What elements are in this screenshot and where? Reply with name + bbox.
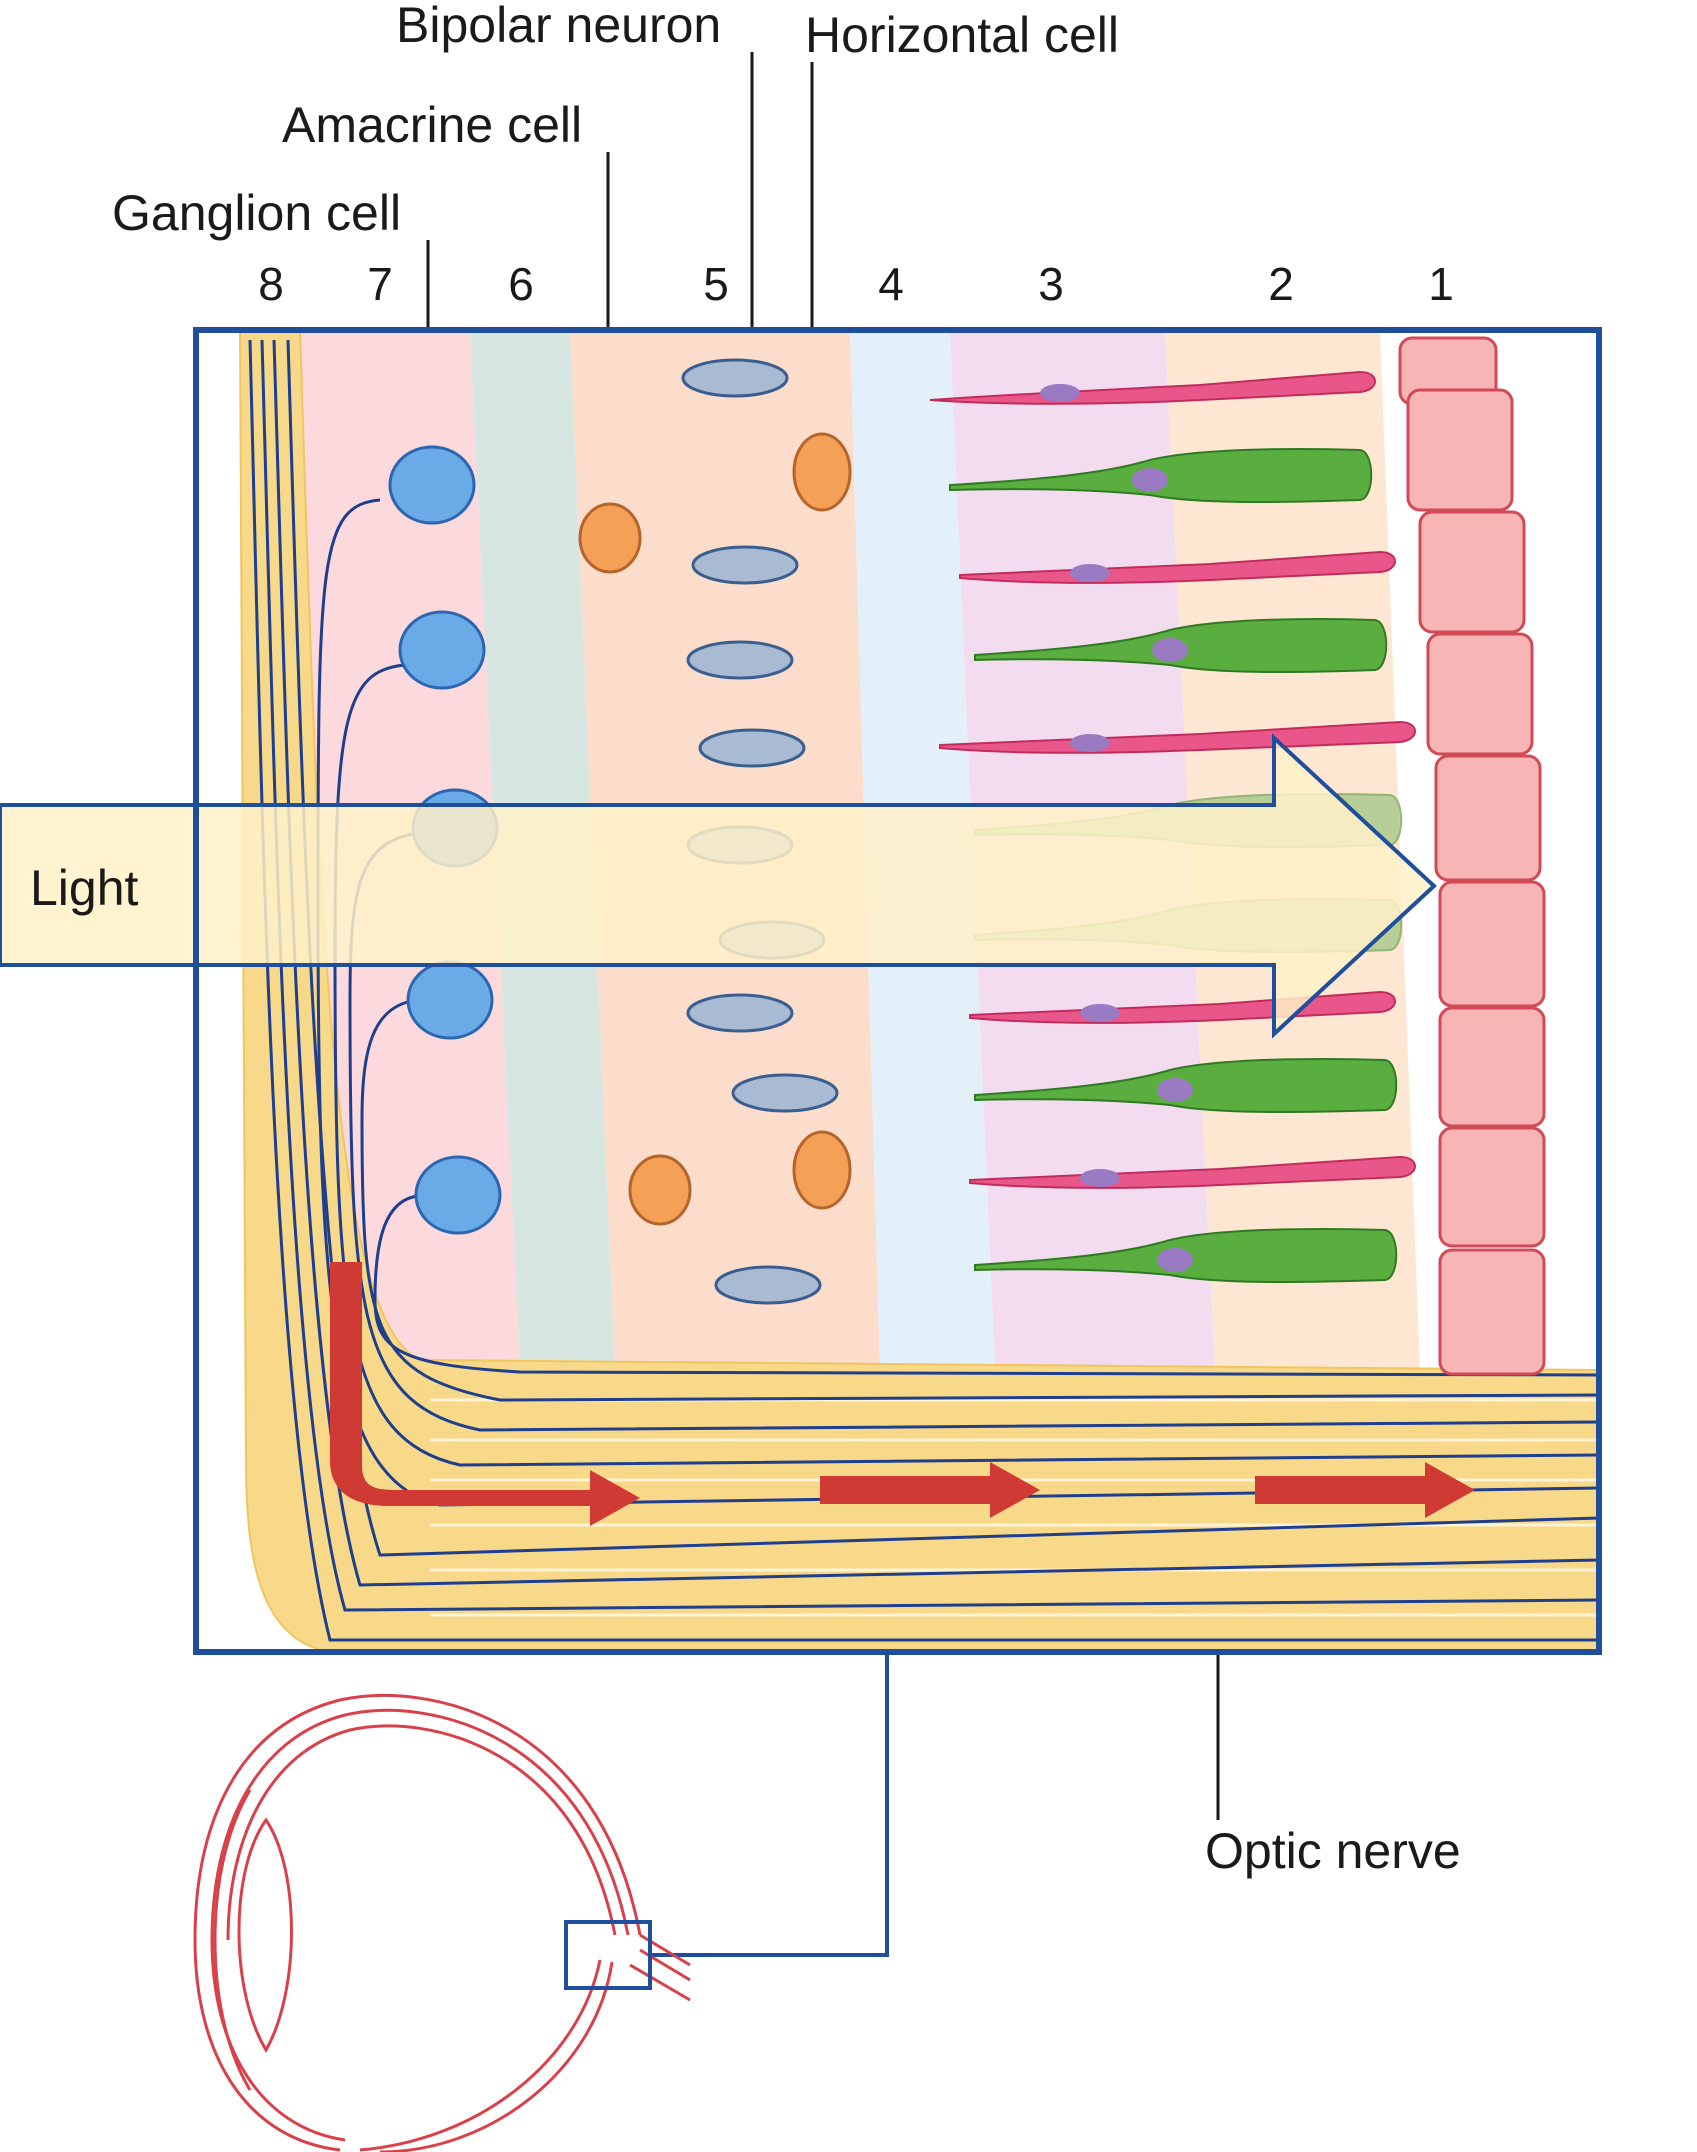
inset-locator-box	[564, 1920, 652, 1990]
layer-number: 2	[1268, 258, 1294, 310]
layer-number: 5	[703, 258, 729, 310]
amacrine-cell	[578, 502, 642, 574]
signal-arrow	[820, 1462, 1040, 1518]
layer-number: 3	[1038, 258, 1064, 310]
bipolar-neuron-label: Bipolar neuron	[396, 0, 721, 53]
horizontal-cell-label: Horizontal cell	[805, 7, 1119, 63]
rod-cell	[929, 370, 1376, 405]
bipolar-cell	[698, 728, 806, 768]
lens	[237, 1817, 293, 2053]
layer-number: 4	[878, 258, 904, 310]
ganglion-cell-label: Ganglion cell	[112, 185, 401, 241]
rod-cell	[969, 1155, 1416, 1189]
signal-arrow	[330, 1262, 640, 1526]
layer-number: 8	[258, 258, 284, 310]
rod-cell	[959, 550, 1396, 584]
bipolar-cell	[731, 1073, 839, 1113]
cone-cell	[974, 618, 1388, 674]
layer-number: 6	[508, 258, 534, 310]
pigment-epithelium	[1398, 336, 1546, 1376]
bipolar-cell	[681, 358, 789, 398]
photoreceptors	[929, 370, 1416, 1284]
ganglion-cell	[414, 1155, 502, 1235]
layer-number: 1	[1428, 258, 1454, 310]
light-arrow	[0, 733, 1437, 1039]
rod-cell	[939, 720, 1416, 754]
horizontal-cell	[792, 432, 852, 512]
bipolar-cell	[691, 545, 799, 585]
optic-nerve-label: Optic nerve	[1205, 1823, 1461, 1879]
cornea	[213, 1789, 252, 2091]
optic-nerve-stub	[639, 1933, 691, 1967]
nerve-fiber-layer	[238, 330, 1599, 1652]
ganglion-cell	[398, 610, 486, 690]
amacrine-horizontal-cells	[578, 432, 852, 1226]
cone-cell	[974, 1058, 1398, 1114]
ganglion-cell	[388, 445, 476, 525]
signal-arrows	[330, 1262, 1475, 1526]
inset-connector	[650, 1652, 889, 1957]
layer-numbers: 8 7 6 5 4 3 2 1	[258, 258, 1454, 310]
layer-number: 7	[367, 258, 393, 310]
signal-arrow	[1255, 1462, 1475, 1518]
cone-cell	[949, 448, 1373, 504]
amacrine-cell-label: Amacrine cell	[282, 97, 582, 153]
bipolar-cell	[714, 1265, 822, 1305]
amacrine-cell	[628, 1154, 692, 1226]
ganglion-cell	[406, 960, 494, 1040]
cone-cell	[974, 1228, 1398, 1284]
light-label: Light	[30, 860, 139, 916]
sclera-outline	[193, 1693, 642, 2152]
retina-frame	[193, 327, 1602, 1655]
horizontal-cell	[792, 1130, 852, 1210]
retina-panel	[196, 330, 1599, 1652]
bipolar-cell	[686, 640, 794, 680]
bipolar-cell	[686, 993, 794, 1033]
